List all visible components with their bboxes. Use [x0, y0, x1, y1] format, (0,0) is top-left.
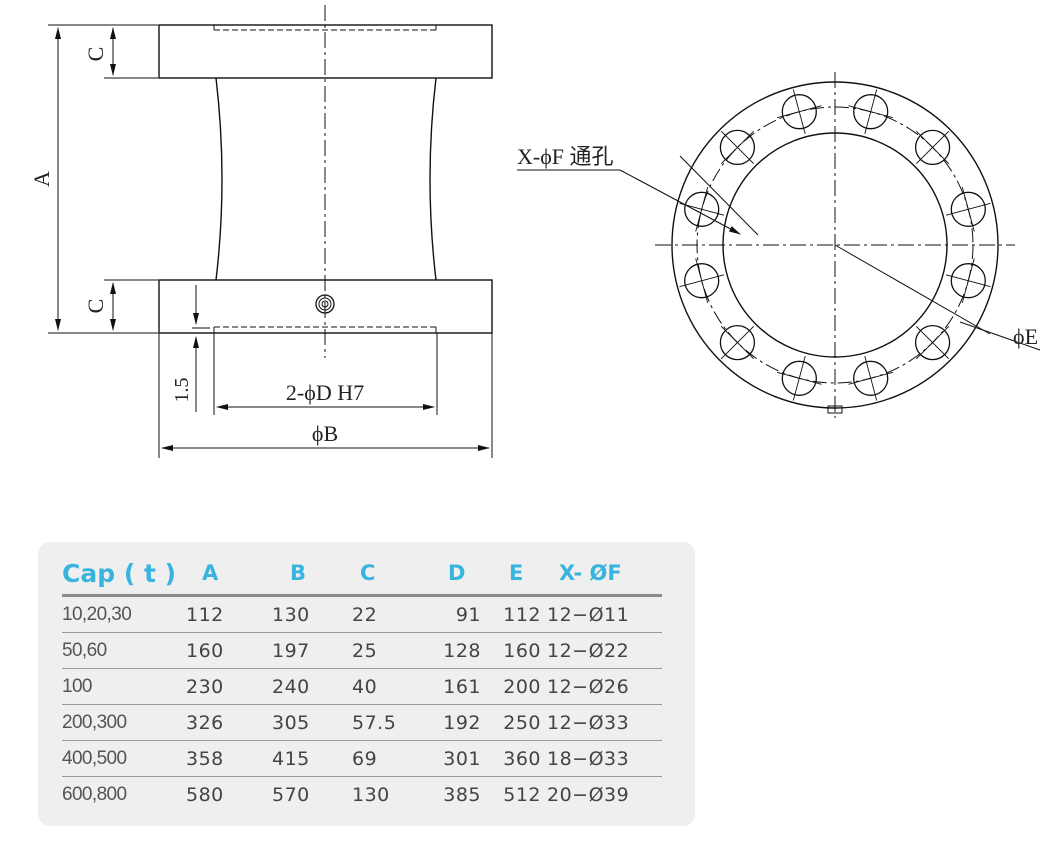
label-thickness: 1.5 — [171, 378, 193, 403]
table-row: 200,300 326 305 57.5 192 250 12−Ø33 — [62, 704, 662, 741]
bolt-hole — [945, 258, 991, 304]
header-A: A — [186, 552, 272, 597]
cell-D: 161 — [427, 668, 485, 705]
table-row: 50,60 160 197 25 128 160 12−Ø22 — [62, 632, 662, 669]
cell-A: 580 — [186, 783, 224, 806]
cell-XF: 12−Ø22 — [547, 632, 662, 669]
bolt-hole — [776, 355, 822, 401]
cell-cap: 200,300 — [62, 704, 186, 741]
cell-B: 240 — [272, 668, 352, 705]
bolt-hole — [848, 89, 894, 135]
cell-B: 197 — [272, 632, 352, 669]
cell-A: 326 — [186, 704, 272, 741]
flange-top-view — [517, 72, 1041, 418]
table-row: 100 230 240 40 161 200 12−Ø26 — [62, 668, 662, 705]
bolt-hole — [719, 324, 756, 361]
cell-XF: 12−Ø26 — [547, 668, 662, 705]
header-cap: Cap ( t ) — [62, 552, 186, 597]
cell-cap: 50,60 — [62, 632, 186, 669]
cell-B: 130 — [272, 595, 352, 633]
cell-A: 160 — [186, 632, 272, 669]
bolt-hole — [914, 129, 951, 166]
cell-C: 57.5 — [352, 704, 427, 741]
cell-XF: 12−Ø33 — [547, 704, 662, 741]
bolt-hole — [848, 355, 894, 401]
technical-drawing: A C C 1.5 2-ϕD H7 ϕB X-ϕF 通孔 ϕE — [29, 5, 1041, 458]
cell-A: 358 — [186, 740, 272, 777]
cell-B: 570 — [272, 783, 310, 806]
cell-D: 385 — [443, 783, 481, 806]
spec-table: Cap ( t ) A B C D E X- ØF 10,20,30 112 1… — [62, 552, 662, 812]
side-view — [48, 5, 493, 458]
cell-C: 69 — [352, 740, 427, 777]
cell-XF: 18−Ø33 — [547, 740, 662, 777]
label-diameter-B: ϕB — [312, 421, 338, 446]
header-B: B — [272, 552, 352, 597]
label-A: A — [29, 171, 54, 187]
bolt-holes — [679, 89, 991, 401]
cell-C: 40 — [352, 668, 427, 705]
table-row: 400,500 358 415 69 301 360 18−Ø33 — [62, 740, 662, 777]
cell-E: 360 — [485, 740, 547, 777]
cell-E: 250 — [485, 704, 547, 741]
label-C-bottom: C — [83, 299, 108, 314]
header-D: D — [427, 552, 485, 597]
cell-E: 200 — [485, 668, 547, 705]
label-holes: X-ϕF 通孔 — [517, 144, 614, 169]
cell-B: 305 — [272, 704, 352, 741]
cell-C: 22 — [352, 595, 427, 633]
header-C: C — [352, 552, 427, 597]
table-row: 10,20,30 112 130 22 91 112 12−Ø11 — [62, 595, 662, 633]
bolt-hole — [945, 186, 991, 232]
cell-E: 512 — [503, 783, 541, 806]
header-XF: X- ØF — [547, 552, 662, 597]
label-bore: 2-ϕD H7 — [286, 380, 364, 405]
cell-XF: 20−Ø39 — [547, 783, 630, 806]
bolt-hole — [914, 324, 951, 361]
cell-E: 160 — [485, 632, 547, 669]
label-C-top: C — [83, 47, 108, 62]
cell-D: 91 — [427, 595, 485, 633]
header-E: E — [485, 552, 547, 597]
label-diameter-E: ϕE — [1013, 324, 1038, 349]
cell-D: 128 — [427, 632, 485, 669]
bolt-hole — [719, 129, 756, 166]
cell-A: 230 — [186, 668, 272, 705]
cell-B: 415 — [272, 740, 352, 777]
cell-D: 192 — [427, 704, 485, 741]
bolt-hole — [776, 89, 822, 135]
bolt-hole — [679, 258, 725, 304]
cell-E: 112 — [485, 595, 547, 633]
cell-XF: 12−Ø11 — [547, 595, 662, 633]
cell-cap: 400,500 — [62, 740, 186, 777]
body-outline — [215, 77, 437, 281]
table-header-row: Cap ( t ) A B C D E X- ØF — [62, 552, 662, 597]
cell-D: 301 — [427, 740, 485, 777]
cell-C: 130 — [352, 783, 390, 806]
cell-cap: 600,800 — [62, 783, 127, 805]
cell-C: 25 — [352, 632, 427, 669]
cell-cap: 10,20,30 — [62, 595, 186, 633]
table-row: 600,800 580 570 130 385 512 20−Ø39 — [62, 777, 662, 813]
cell-A: 112 — [186, 595, 272, 633]
cell-cap: 100 — [62, 668, 186, 705]
connector-icon — [315, 294, 335, 314]
